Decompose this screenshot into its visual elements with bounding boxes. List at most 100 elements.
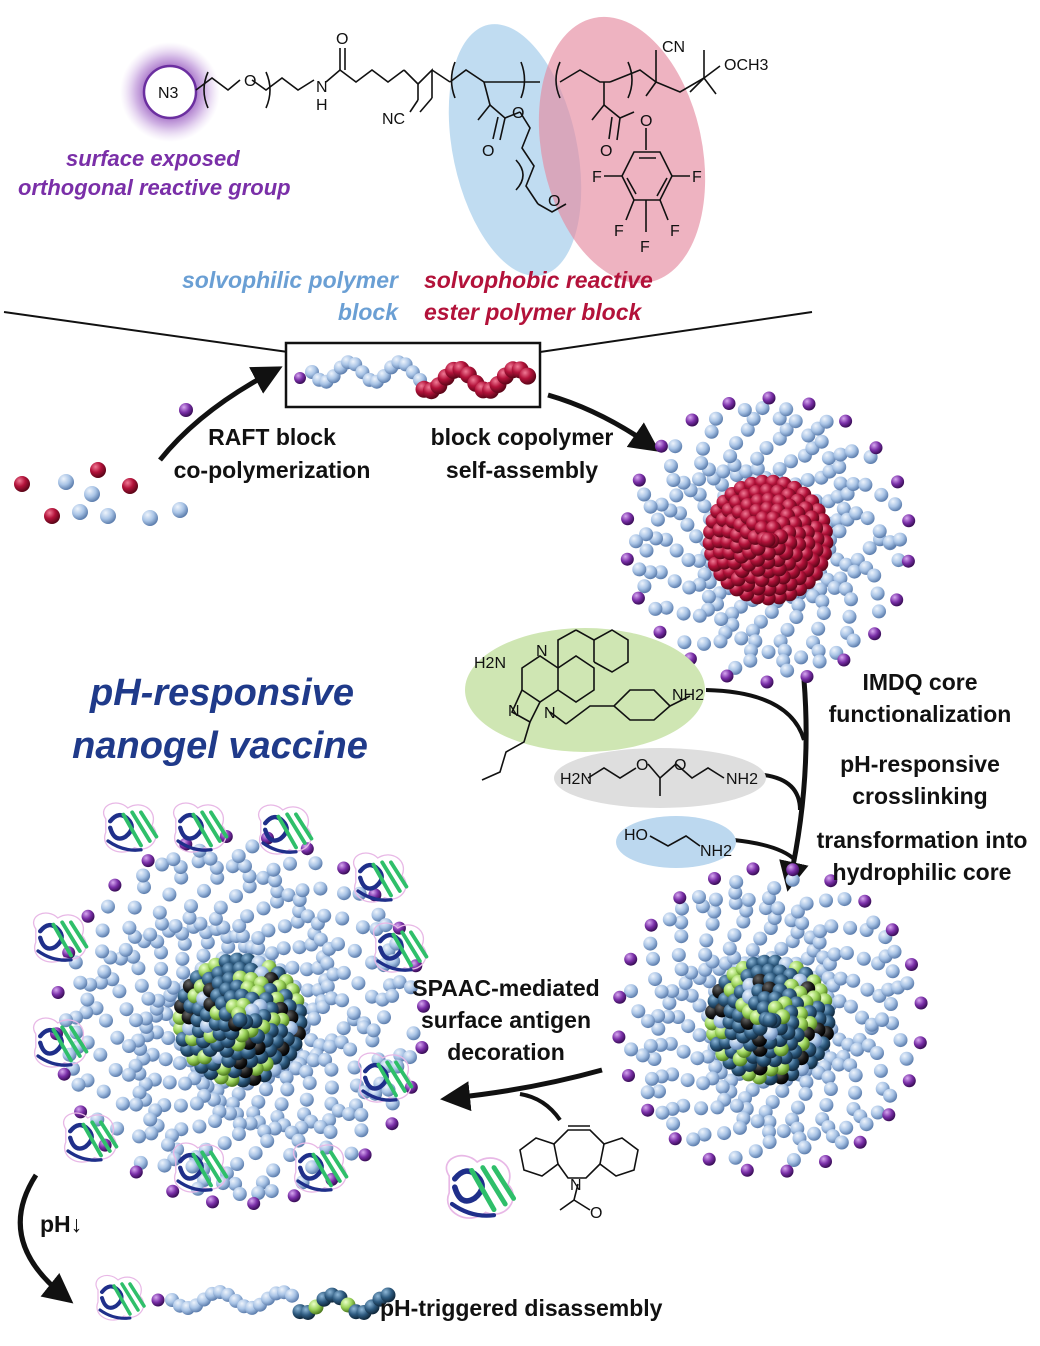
arm-bead [728, 885, 743, 900]
arm-bead [324, 1080, 339, 1095]
arm-end-bead [129, 1165, 143, 1179]
arm-bead [675, 901, 689, 916]
arm-bead [689, 529, 704, 544]
arm-bead [265, 946, 279, 961]
raft-label-1: RAFT block [208, 424, 336, 450]
antigen-protein [63, 1112, 119, 1163]
monomer-bead [179, 403, 193, 417]
arm-bead [680, 1073, 695, 1088]
arm-bead [848, 1085, 863, 1100]
arm-bead [791, 1100, 805, 1115]
arm-bead [713, 634, 728, 649]
arm-bead [132, 1129, 147, 1144]
transform-label-1: transformation into [817, 827, 1028, 853]
arm-bead [305, 1160, 320, 1175]
arm-bead [723, 449, 738, 464]
arm-bead [203, 851, 218, 866]
arm-end-bead [621, 512, 635, 526]
antigen-outline [173, 802, 227, 853]
micelle-red-core [620, 391, 916, 689]
spaac-arrow [440, 1067, 603, 1112]
arm-bead [173, 1098, 188, 1113]
arm-bead [346, 1006, 361, 1021]
solvophilic-bead [285, 1288, 299, 1303]
ethanolamine-ho: HO [624, 827, 648, 844]
arm-bead [131, 961, 146, 976]
solvophilic-label-2: block [338, 299, 399, 325]
arm-bead [182, 910, 197, 925]
arm-bead [728, 895, 743, 910]
arm-end-bead [654, 439, 668, 453]
arm-bead [744, 643, 758, 658]
arm-end-bead [913, 1036, 927, 1050]
arm-bead [885, 964, 900, 979]
arm-bead [666, 473, 681, 487]
arm-bead [355, 920, 370, 935]
arm-bead [648, 972, 663, 987]
arm-bead [860, 511, 875, 526]
arm-end-bead [882, 1108, 896, 1122]
arm-end-bead [415, 1041, 429, 1054]
atom-ester-o2: O [512, 105, 524, 122]
arm-bead [722, 941, 737, 956]
antigen-green-strand [51, 1025, 89, 1063]
monomer-bead [90, 462, 106, 478]
arm-bead [71, 1077, 86, 1092]
arm-end-bead [722, 397, 736, 410]
arm-bead [786, 1153, 801, 1167]
arm-end-bead [702, 1152, 716, 1166]
arm-bead [837, 892, 852, 907]
arm-bead [643, 499, 658, 514]
arm-end-bead [673, 891, 687, 905]
arm-bead [632, 562, 647, 577]
arm-end-bead [141, 854, 155, 868]
arm-bead [320, 979, 335, 994]
arm-bead [664, 459, 678, 473]
arm-bead [705, 916, 720, 931]
arm-bead [839, 1120, 854, 1135]
arm-end-bead [337, 861, 351, 875]
arm-bead [832, 994, 847, 1009]
arm-bead [867, 568, 882, 583]
arm-bead [846, 973, 861, 988]
solvophobic-label-1: solvophobic reactive [424, 267, 653, 293]
arm-bead [136, 868, 151, 883]
arm-bead [856, 951, 871, 966]
arm-bead [682, 580, 697, 595]
arm-bead [243, 1116, 258, 1131]
arm-bead [648, 601, 663, 616]
raft-arrow [158, 366, 283, 462]
arm-end-bead [902, 1074, 916, 1088]
arm-bead [846, 477, 861, 491]
arm-end-bead [868, 627, 882, 641]
antigen-outline [293, 1142, 347, 1193]
arm-end-bead [824, 874, 838, 888]
arm-bead [715, 1080, 730, 1094]
arm-bead [843, 999, 858, 1014]
imdq-nh2: NH2 [672, 687, 704, 704]
dbco-antigen: N O [445, 1125, 639, 1222]
arm-bead [635, 1048, 650, 1063]
antigen-blue-loop [296, 1179, 333, 1192]
arm-bead [631, 1004, 646, 1019]
arm-bead [709, 411, 723, 426]
crosslink-label-1: pH-responsive [840, 751, 1000, 777]
atom-n: N [316, 79, 328, 96]
arm-bead [836, 501, 851, 516]
solvophobic-label-2: ester polymer block [424, 299, 643, 325]
arm-end-bead [891, 475, 905, 489]
arm-bead [251, 931, 266, 945]
arm-bead [870, 586, 885, 601]
arm-bead [221, 939, 236, 954]
arm-bead [692, 890, 706, 904]
arm-bead [175, 951, 190, 966]
arm-bead [154, 945, 168, 960]
antigen-blue-loop [66, 1149, 103, 1162]
arm-bead [302, 1076, 317, 1090]
antigen-protein [103, 802, 159, 853]
solvophobic-bead [519, 367, 537, 385]
arm-end-bead [385, 1117, 399, 1131]
arm-bead [789, 610, 804, 624]
arm-bead [377, 1010, 391, 1025]
antigen-protein [373, 922, 429, 973]
